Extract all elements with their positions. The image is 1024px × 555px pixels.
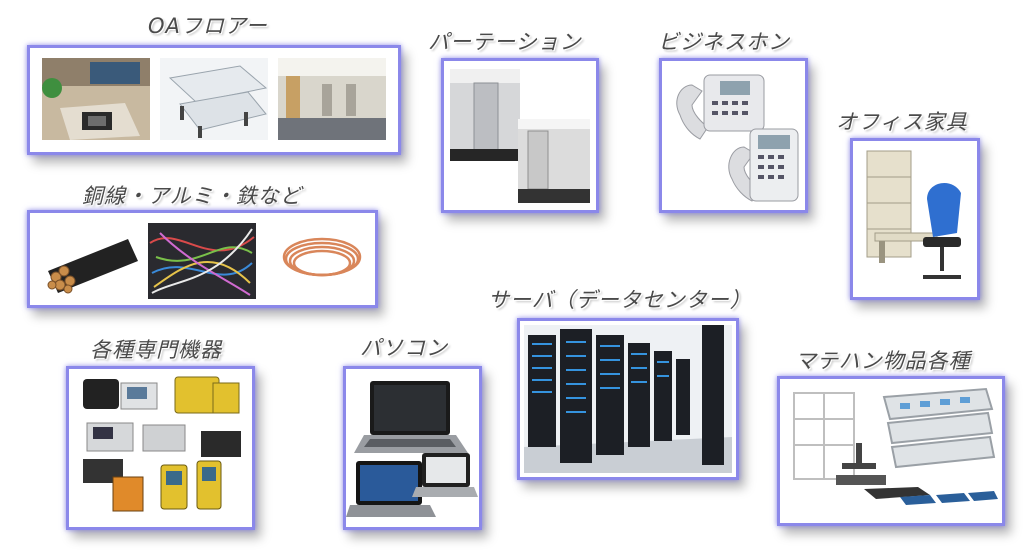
metal-photos [47, 223, 362, 299]
label-material-handling: マテハン物品各種 [795, 349, 971, 373]
label-oa-floor: OAフロアー [148, 14, 268, 38]
label-pc: パソコン [360, 336, 448, 360]
label-specialized-equipment: 各種専門機器 [90, 338, 222, 362]
card-partition[interactable] [441, 58, 599, 213]
label-business-phone: ビジネスホン [658, 30, 790, 54]
phone-photos [676, 74, 799, 202]
card-specialized-equipment[interactable] [66, 366, 255, 530]
material-handling-photos [793, 387, 998, 505]
card-material-handling[interactable] [777, 376, 1005, 526]
server-photo [524, 325, 732, 473]
equipment-photos [83, 376, 241, 512]
card-pc[interactable] [343, 366, 482, 530]
card-oa-floor[interactable] [27, 45, 401, 155]
card-server-datacenter[interactable] [517, 318, 739, 480]
card-business-phone[interactable] [659, 58, 808, 213]
pc-photos [346, 381, 478, 517]
partition-photos [450, 69, 590, 203]
label-copper-aluminum-iron: 銅線・アルミ・鉄など [82, 184, 302, 208]
card-office-furniture[interactable] [850, 138, 980, 300]
oa-floor-photos [42, 58, 386, 140]
label-server-datacenter: サーバ（データセンター） [488, 288, 752, 312]
furniture-photos [866, 150, 961, 279]
card-copper-aluminum-iron[interactable] [27, 210, 378, 308]
label-partition: パーテーション [428, 30, 582, 54]
label-office-furniture: オフィス家具 [836, 110, 968, 134]
